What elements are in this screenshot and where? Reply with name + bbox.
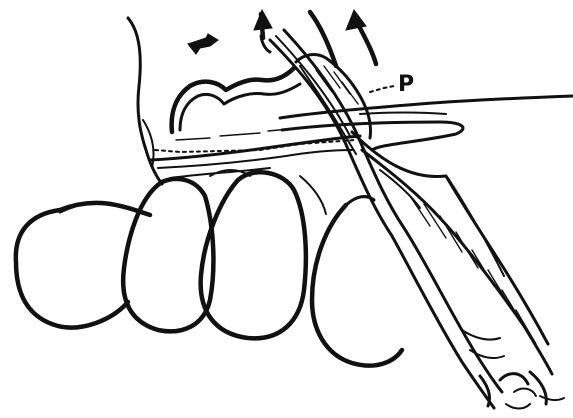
direction-arrow-up-right — [346, 10, 376, 64]
tooth-canine — [312, 197, 402, 366]
scalpel-blade — [352, 132, 552, 374]
direction-arrow-upper-center — [254, 10, 272, 52]
tooth-second-premolar — [123, 179, 213, 331]
point-p-leader — [370, 86, 394, 92]
point-p-label: P — [398, 72, 414, 97]
tooth-first-premolar — [201, 172, 306, 338]
bone-and-gingiva — [128, 18, 360, 214]
direction-arrow-left — [188, 34, 218, 54]
